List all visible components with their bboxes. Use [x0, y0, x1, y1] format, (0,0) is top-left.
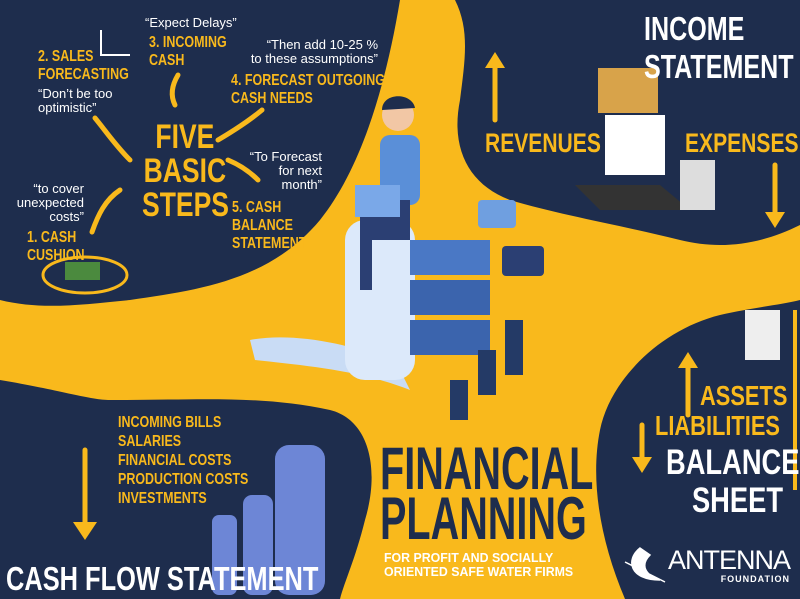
cash-flow-item: PRODUCTION COSTS [118, 471, 249, 488]
five-steps-title: FIVE BASIC STEPS [142, 118, 229, 224]
bottom-right-panel [596, 300, 800, 599]
laptop-illustration [575, 68, 780, 360]
step-4-quote: “Then add 10-25 %to these assumptions” [250, 37, 378, 66]
liabilities-label: LIABILITIES [655, 410, 780, 441]
title-line: BASIC [143, 152, 227, 190]
revenues-label: REVENUES [485, 128, 601, 158]
cash-flow-item: FINANCIAL COSTS [118, 452, 232, 469]
divider-line [793, 310, 797, 490]
antenna-logo: ANTENNA FOUNDATION [668, 545, 791, 584]
sales-chart-icon [100, 30, 130, 56]
cash-cushion-illustration [41, 255, 129, 295]
expenses-label: EXPENSES [685, 128, 799, 158]
arrow-heads [73, 52, 785, 540]
water-bottles-illustration [212, 445, 325, 595]
title-line: STEPS [142, 186, 229, 224]
title-line: FIVE [155, 118, 215, 156]
cash-flow-items: INCOMING BILLS SALARIES FINANCIAL COSTS PRO… [118, 413, 248, 508]
five-steps-arrows [82, 57, 778, 533]
top-left-panel [0, 0, 400, 306]
logo-name: ANTENNA [668, 545, 791, 575]
logo-sub: FOUNDATION [720, 574, 791, 584]
step-3-quote: “Expect Delays” [145, 15, 237, 30]
cash-flow-item: SALARIES [118, 433, 182, 450]
cash-flow-item: INVESTMENTS [118, 490, 207, 507]
assets-label: ASSETS [700, 380, 788, 411]
person-server-illustration [250, 96, 544, 420]
cash-flow-title: CASH FLOW STATEMENT [6, 560, 319, 597]
cash-flow-item: INCOMING BILLS [118, 414, 222, 431]
antenna-logo-mark [624, 547, 666, 583]
